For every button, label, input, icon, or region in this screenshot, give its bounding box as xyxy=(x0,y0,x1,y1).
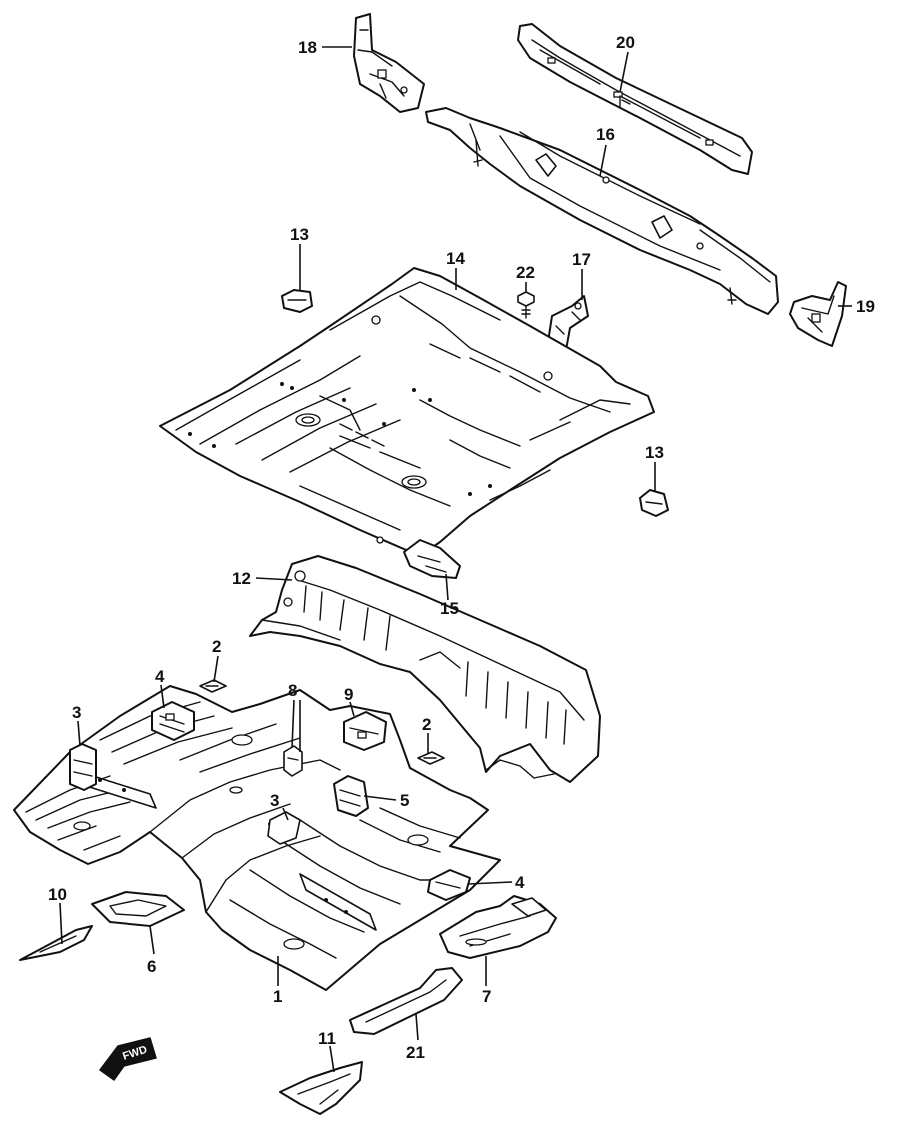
callout-15: 15 xyxy=(440,599,459,618)
callout-4-upper: 4 xyxy=(155,667,165,686)
callout-7: 7 xyxy=(482,987,491,1006)
callout-9: 9 xyxy=(344,685,353,704)
callout-13-lower: 13 xyxy=(645,443,664,462)
callout-22: 22 xyxy=(516,263,535,282)
part-2-clip-lower xyxy=(417,751,445,765)
callout-18: 18 xyxy=(298,38,317,57)
part-22-bolt xyxy=(517,291,535,319)
callout-20: 20 xyxy=(616,33,635,52)
part-7-floor-side-panel xyxy=(439,895,557,959)
part-13-plug-upper xyxy=(281,289,313,313)
part-18-bracket xyxy=(353,13,425,113)
callout-6: 6 xyxy=(147,957,156,976)
callout-1: 1 xyxy=(273,987,282,1006)
part-21-reinforcement xyxy=(349,967,463,1035)
part-4-mount-upper xyxy=(151,701,195,741)
callout-5: 5 xyxy=(400,791,409,810)
callout-17: 17 xyxy=(572,250,591,269)
part-20-cross-member xyxy=(517,23,753,175)
callout-10: 10 xyxy=(48,885,67,904)
callout-19: 19 xyxy=(856,297,875,316)
callout-16: 16 xyxy=(596,125,615,144)
part-16-rear-cross-member xyxy=(425,107,779,315)
callout-3-left: 3 xyxy=(72,703,81,722)
part-9-bracket xyxy=(343,711,387,751)
part-11-bracket xyxy=(279,1061,363,1115)
callout-12: 12 xyxy=(232,569,251,588)
part-4-mount-lower xyxy=(427,869,471,901)
part-13-plug-lower xyxy=(639,489,669,517)
part-6-plate xyxy=(91,891,185,927)
callout-3-center: 3 xyxy=(270,791,279,810)
callout-4-lower: 4 xyxy=(515,873,525,892)
part-5-bracket xyxy=(333,775,369,817)
part-12-cross-member xyxy=(249,555,601,783)
part-2-clip-upper xyxy=(199,679,227,693)
callout-labels: 18 20 16 13 14 22 17 19 13 12 15 2 4 3 8… xyxy=(48,33,875,1062)
part-8-bracket xyxy=(283,745,303,777)
part-3-bracket-left xyxy=(69,743,97,791)
callout-2-lower: 2 xyxy=(422,715,431,734)
callout-8: 8 xyxy=(288,681,297,700)
part-10-sill-piece xyxy=(19,925,93,961)
callout-14: 14 xyxy=(446,249,465,268)
leader-lines xyxy=(59,46,852,1073)
part-3-bracket-center xyxy=(267,811,301,845)
callout-21: 21 xyxy=(406,1043,425,1062)
callout-2-upper: 2 xyxy=(212,637,221,656)
callout-13-upper: 13 xyxy=(290,225,309,244)
part-15-bracket xyxy=(403,539,461,579)
part-19-bracket xyxy=(789,281,847,347)
fwd-arrow-icon: FWD xyxy=(98,1037,157,1082)
part-14-rear-floor-panel xyxy=(159,267,655,557)
callout-11: 11 xyxy=(318,1029,336,1048)
